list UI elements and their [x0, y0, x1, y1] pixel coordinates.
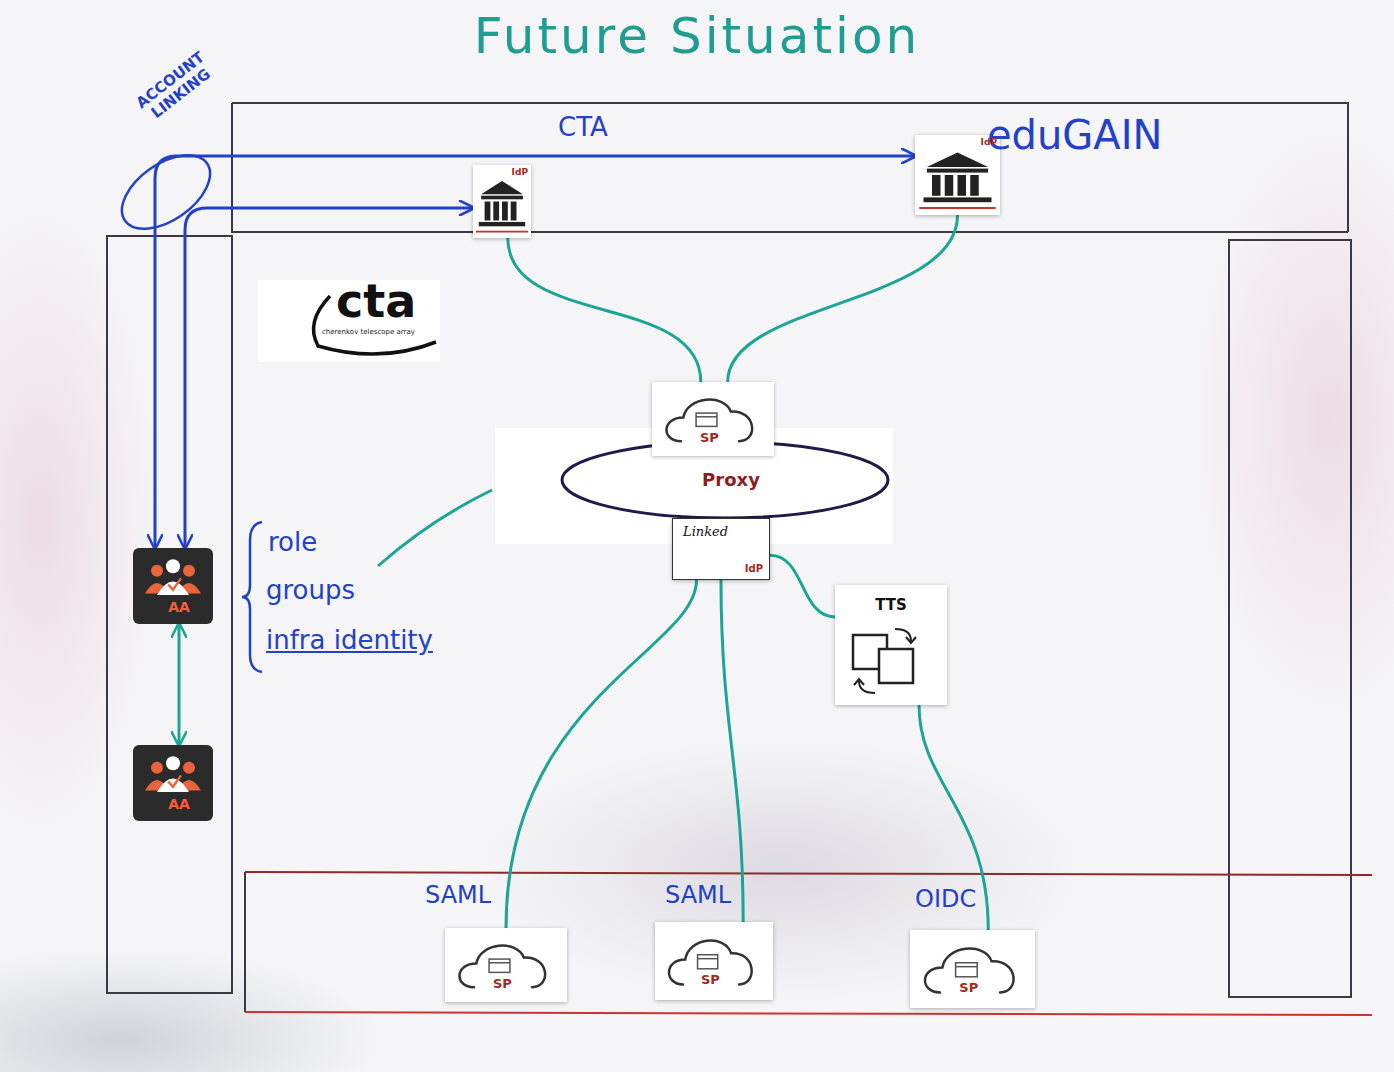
window-icon: [696, 413, 717, 426]
leader-line: [378, 490, 492, 566]
window-icon: [956, 963, 978, 977]
building-part: [924, 197, 992, 202]
region-outline: [232, 103, 1348, 232]
sp-node: SP: [652, 382, 774, 456]
connector: [178, 624, 181, 745]
connector: [506, 580, 697, 928]
node-heading: OIDC: [915, 886, 976, 912]
window-icon: [698, 958, 718, 960]
diagram-title: Future Situation: [0, 6, 1394, 66]
tts-node: TTS: [835, 585, 947, 705]
building-column: [945, 175, 954, 196]
node-icon: [445, 928, 561, 1002]
region-outline: [107, 236, 232, 993]
person-head: [151, 565, 163, 577]
attribute-note: role: [268, 528, 317, 557]
logo-text: cta: [336, 278, 416, 324]
sp-label: SP: [655, 973, 766, 986]
connector: [728, 215, 958, 382]
sp-node: SAMLSP: [655, 922, 773, 1000]
curly-brace: [242, 522, 262, 672]
connector: [155, 156, 915, 548]
building-part: [481, 196, 523, 200]
person-head: [166, 559, 180, 573]
node-icon: [652, 382, 768, 456]
sp-label: SP: [910, 981, 1028, 994]
region-outline: [244, 872, 246, 1012]
window-icon: [956, 966, 978, 968]
person-head: [183, 762, 195, 774]
check-mark: [168, 578, 181, 589]
building-roof: [927, 153, 988, 167]
building-roof: [481, 181, 523, 194]
building-column: [485, 202, 491, 221]
tts-label: TTS: [835, 597, 947, 614]
window-icon: [696, 416, 717, 418]
building-column: [970, 175, 979, 196]
person-head: [151, 762, 163, 774]
glare: [0, 950, 380, 1072]
idp-node: CTAIdP: [473, 165, 531, 238]
connector: [185, 208, 473, 548]
annotation: ACCOUNT LINKING: [126, 43, 226, 132]
linked-node: LinkedIdP: [672, 518, 770, 580]
window-icon: [489, 962, 510, 964]
aa-label: AA: [133, 797, 225, 811]
aa-label: AA: [133, 600, 225, 614]
node-icon: [655, 922, 767, 1000]
node-icon: [910, 930, 1030, 1008]
building-column: [502, 202, 508, 221]
aa-node: AA: [133, 548, 225, 624]
exchange-square: [879, 649, 913, 683]
region-outline: [245, 1012, 1372, 1015]
window-icon: [698, 955, 718, 969]
attribute-note: infra identity: [266, 626, 433, 655]
exchange-arrow: [895, 629, 916, 643]
sp-node: OIDCSP: [910, 930, 1035, 1008]
sp-node: SAMLSP: [445, 928, 567, 1002]
region-outline: [245, 872, 1372, 875]
building-underline: [476, 231, 528, 233]
idp-label: IdP: [512, 168, 528, 178]
aa-node: AA: [133, 745, 225, 821]
connector: [508, 238, 701, 382]
region-outline: [1229, 240, 1351, 997]
idp-label: IdP: [981, 138, 997, 148]
person-head: [166, 756, 180, 770]
building-column: [932, 175, 941, 196]
check-mark: [168, 775, 181, 786]
proxy-label: Proxy: [560, 470, 902, 490]
proxy-node: ProxySP: [560, 440, 902, 520]
sp-label: SP: [445, 977, 560, 990]
linked-label: Linked: [683, 525, 728, 539]
building-column: [958, 175, 967, 196]
node-heading: SAML: [665, 882, 731, 908]
glare: [1190, 120, 1394, 720]
window-icon: [489, 959, 510, 972]
logo-subtitle: cherenkov telescope array: [322, 329, 415, 337]
glare: [0, 200, 160, 840]
sp-label: SP: [652, 431, 767, 444]
exchange-arrow: [854, 679, 875, 693]
idp-label: IdP: [745, 563, 763, 574]
node-heading: SAML: [425, 882, 491, 908]
node-heading: CTA: [558, 113, 608, 142]
person-head: [183, 565, 195, 577]
building-column: [493, 202, 499, 221]
idp-node: eduGAINIdP: [915, 135, 1000, 215]
building-part: [479, 222, 525, 226]
node-heading: eduGAIN: [987, 113, 1162, 157]
connector: [721, 580, 743, 922]
connector: [770, 555, 835, 617]
building-column: [511, 202, 517, 221]
building-underline: [919, 207, 996, 209]
building-part: [927, 169, 988, 173]
attribute-note: groups: [266, 576, 355, 605]
